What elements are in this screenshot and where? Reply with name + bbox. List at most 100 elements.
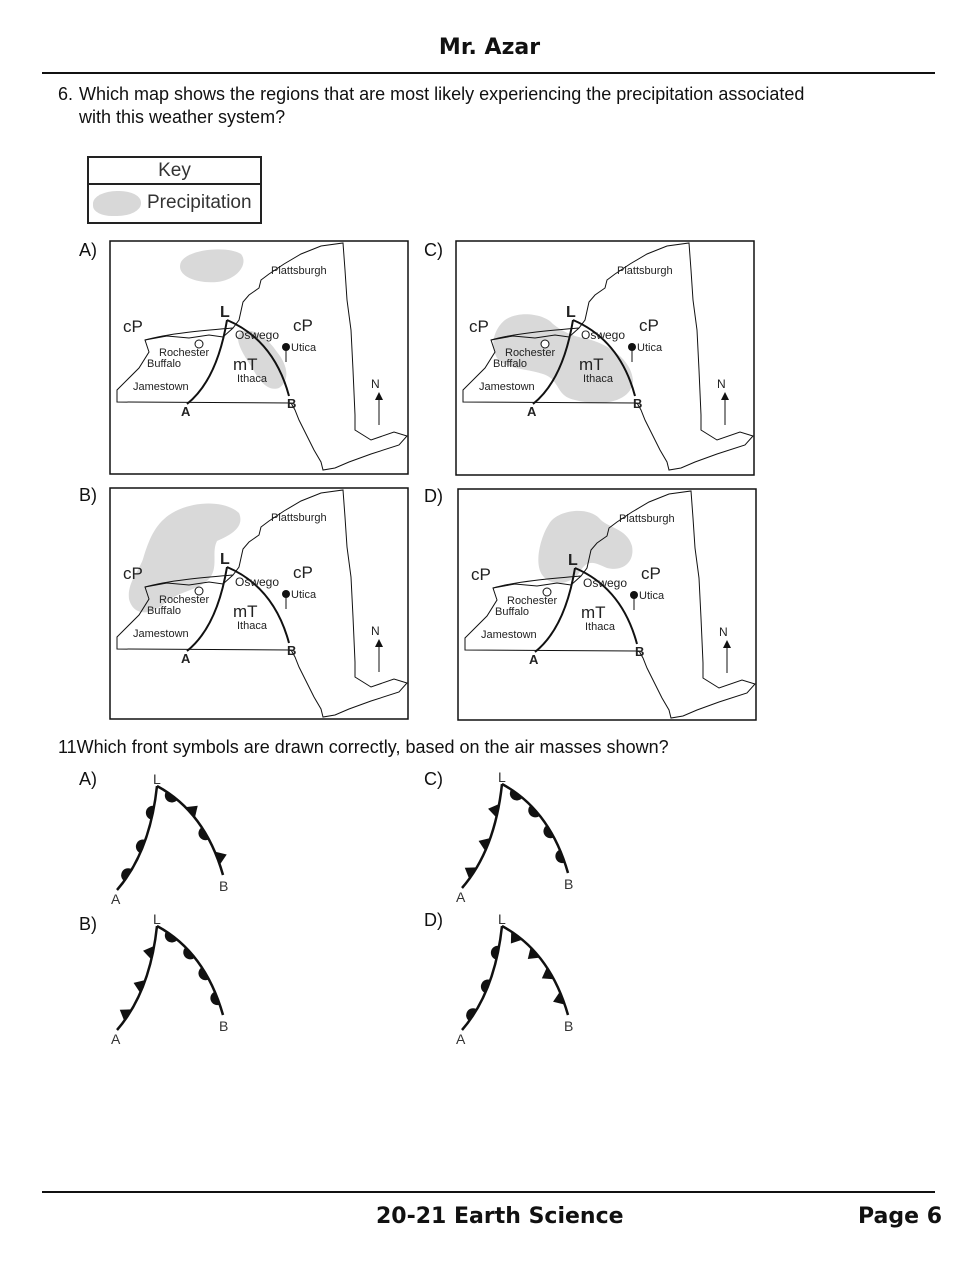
map-label-ithaca: Ithaca	[583, 373, 614, 385]
map-label-buffalo: Buffalo	[493, 358, 527, 370]
rochester-marker	[542, 587, 552, 597]
map-label-cp_east: cP	[293, 316, 313, 335]
map-label-rochester: Rochester	[507, 595, 557, 607]
new-york-outline	[116, 242, 408, 471]
precipitation-area	[179, 249, 244, 283]
front-letter-low: L	[498, 770, 506, 785]
front-option-b[interactable]: LAB	[105, 912, 245, 1047]
map-label-mt: mT	[579, 355, 604, 374]
map-label-plattsburgh: Plattsburgh	[271, 265, 327, 277]
warm-front-semicircle-icon	[210, 991, 220, 1006]
cold-front-triangle-icon	[214, 851, 227, 865]
map-label-plattsburgh: Plattsburgh	[617, 265, 673, 277]
map-label-point_b: B	[635, 644, 644, 659]
map-label-cp_east: cP	[641, 564, 661, 583]
front-letter-b: B	[564, 876, 573, 892]
map-label-jamestown: Jamestown	[479, 381, 535, 393]
q11-option-a-label[interactable]: A)	[79, 769, 97, 789]
map-label-jamestown: Jamestown	[133, 628, 189, 640]
q6-text-line1: Which map shows the regions that are mos…	[79, 84, 805, 104]
precipitation-area	[238, 330, 287, 389]
warm-front-semicircle-icon	[135, 839, 146, 854]
precipitation-swatch	[93, 191, 141, 216]
warm-front-semicircle-icon	[528, 805, 540, 818]
map-label-oswego: Oswego	[581, 328, 625, 342]
map-label-mt: mT	[233, 355, 258, 374]
front-letter-a: A	[111, 1031, 121, 1047]
q6-option-d-label[interactable]: D)	[424, 486, 443, 506]
front-option-d[interactable]: LAB	[450, 912, 590, 1047]
map-label-north: N	[371, 624, 380, 638]
map-label-jamestown: Jamestown	[133, 381, 189, 393]
map-label-point_a: A	[529, 652, 539, 667]
warm-front-semicircle-icon	[198, 967, 210, 981]
cold-front-line	[186, 566, 228, 652]
front-letter-b: B	[219, 878, 228, 894]
map-label-low: L	[568, 552, 578, 569]
q11-text: 11Which front symbols are drawn correctl…	[58, 737, 669, 757]
warm-front-semicircle-icon	[490, 945, 500, 960]
new-york-outline	[116, 489, 408, 718]
footer-course: 20-21 Earth Science	[376, 1204, 624, 1229]
map-label-point_a: A	[181, 651, 191, 666]
cold-front-triangle-icon	[143, 945, 155, 960]
warm-front-semicircle-icon	[480, 979, 491, 994]
map-label-mt: mT	[233, 602, 258, 621]
front-option-a[interactable]: LAB	[105, 772, 245, 907]
map-label-north: N	[717, 377, 726, 391]
footer-page: Page 6	[857, 1204, 942, 1229]
map-label-jamestown: Jamestown	[481, 629, 537, 641]
map-label-buffalo: Buffalo	[495, 606, 529, 618]
warm-front-semicircle-icon	[121, 868, 132, 882]
map-label-rochester: Rochester	[505, 347, 555, 359]
map-label-cp_west: cP	[469, 317, 489, 336]
rochester-marker	[194, 339, 204, 349]
north-arrow-icon	[723, 640, 731, 648]
map-frame	[457, 488, 757, 721]
cold-front-triangle-icon	[541, 967, 555, 980]
cold-front-triangle-icon	[133, 980, 146, 994]
q6-option-b-label[interactable]: B)	[79, 485, 97, 505]
cold-front-triangle-icon	[553, 991, 565, 1005]
map-label-cp_east: cP	[293, 563, 313, 582]
map-label-north: N	[371, 377, 380, 391]
q6-option-c-label[interactable]: C)	[424, 240, 443, 260]
map-label-point_b: B	[287, 396, 296, 411]
warm-front-semicircle-icon	[543, 825, 555, 839]
map-label-buffalo: Buffalo	[147, 605, 181, 617]
warm-front-line	[572, 319, 636, 397]
cold-front-triangle-icon	[119, 1009, 132, 1022]
map-label-plattsburgh: Plattsburgh	[619, 513, 675, 525]
header-title: Mr. Azar	[438, 35, 541, 60]
map-label-cp_west: cP	[123, 564, 143, 583]
north-arrow-icon	[375, 639, 383, 647]
front-letter-a: A	[456, 1031, 466, 1047]
warm-front-line	[574, 567, 638, 645]
front-option-c[interactable]: LAB	[450, 770, 590, 905]
cold-front-triangle-icon	[464, 867, 477, 880]
warm-front-semicircle-icon	[164, 791, 178, 803]
q11-option-d-label[interactable]: D)	[424, 910, 443, 930]
north-arrow-icon	[721, 392, 729, 400]
map-label-utica: Utica	[639, 590, 665, 602]
map-label-low: L	[220, 304, 230, 321]
rochester-marker	[540, 339, 550, 349]
north-arrow-icon	[375, 392, 383, 400]
header-rule	[42, 72, 935, 74]
front-letter-low: L	[498, 912, 506, 927]
cold-front-line	[186, 319, 228, 405]
map-label-point_a: A	[181, 404, 191, 419]
map-label-cp_west: cP	[123, 317, 143, 336]
q6-option-a-label[interactable]: A)	[79, 240, 97, 260]
front-letter-low: L	[153, 772, 161, 787]
cold-front-triangle-icon	[510, 931, 523, 944]
cold-front-triangle-icon	[185, 805, 198, 818]
map-label-buffalo: Buffalo	[147, 358, 181, 370]
q11-option-b-label[interactable]: B)	[79, 914, 97, 934]
cold-front-triangle-icon	[527, 947, 540, 959]
q11-option-c-label[interactable]: C)	[424, 769, 443, 789]
